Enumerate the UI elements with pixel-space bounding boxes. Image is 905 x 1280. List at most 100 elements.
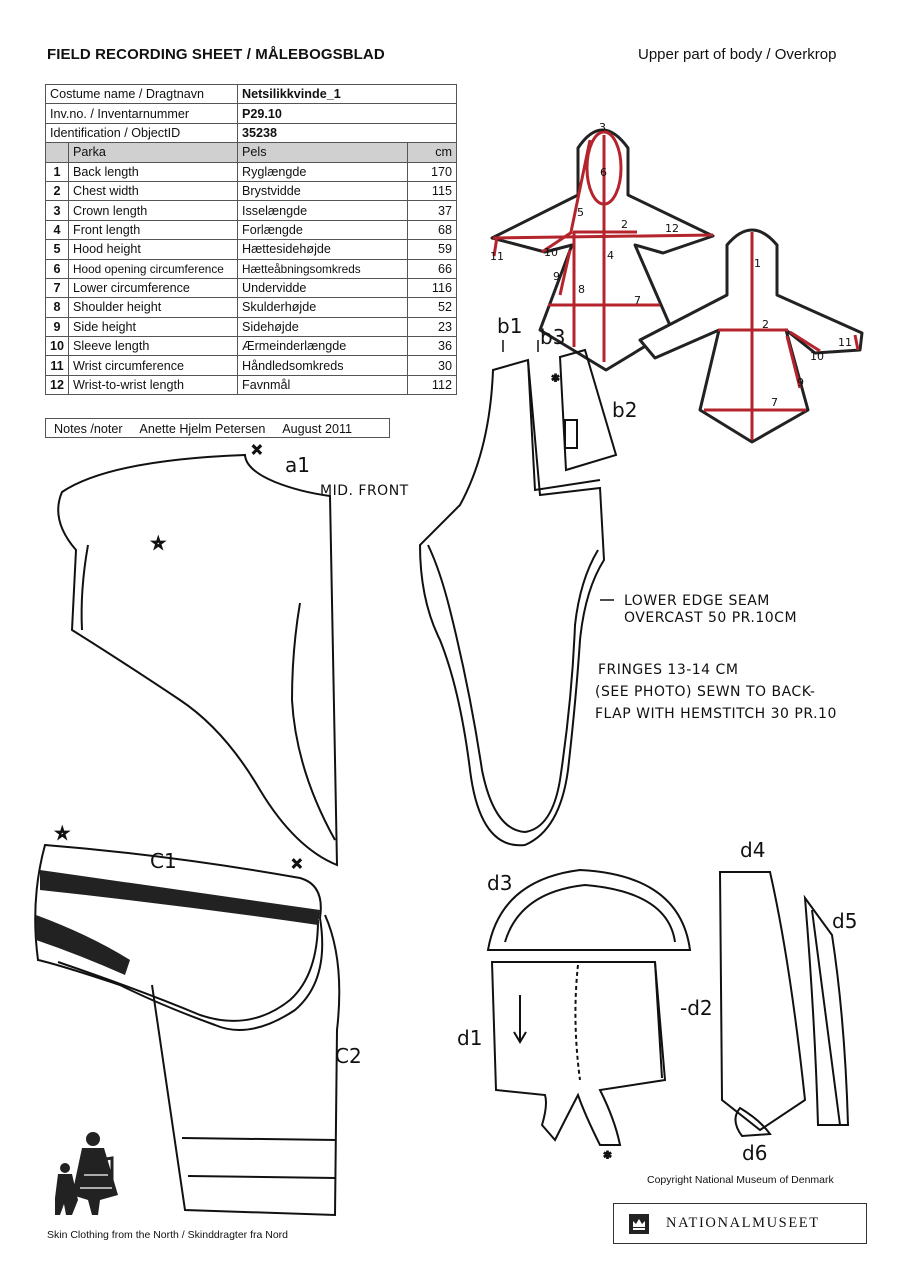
- id-label: Identification / ObjectID: [45, 122, 238, 144]
- piece-b1-outline: [418, 358, 606, 847]
- piece-a1-seam: [80, 544, 89, 631]
- crown-crest-icon: [629, 1213, 649, 1234]
- table-header-row: Parka Pels cm: [45, 142, 457, 163]
- a1-star-marker: ☆: [152, 536, 165, 552]
- row-da: Forlængde: [237, 219, 408, 241]
- piece-c2-outline: [151, 914, 341, 1217]
- row-cm: 170: [407, 161, 457, 182]
- piece-c1-outline: [34, 843, 324, 1031]
- row-en: Sleeve length: [68, 336, 238, 357]
- a1-x-marker: ×: [251, 442, 263, 458]
- row-cm: 112: [407, 374, 457, 396]
- piece-d2-edge: [654, 961, 663, 1079]
- label-d6: d6: [742, 1141, 767, 1165]
- row-cm: 68: [407, 219, 457, 241]
- footer-text: Skin Clothing from the North / Skinddrag…: [47, 1229, 289, 1241]
- row-da: Hætteåbningsomkreds: [237, 258, 408, 279]
- row-cm: 115: [407, 180, 457, 202]
- row-num: 11: [45, 355, 69, 376]
- piece-d: *: [486, 868, 850, 1167]
- row-en: Back length: [68, 161, 238, 182]
- section-label: Upper part of body / Overkrop: [638, 46, 837, 63]
- d1-arrow-head: [513, 1031, 527, 1044]
- parka-back-diagram: 1 2 10 11 9 7: [638, 228, 864, 444]
- label-c1: C1: [150, 849, 177, 873]
- diag-label-7b: 7: [771, 396, 778, 409]
- wrist-to-wrist-line: [492, 233, 714, 240]
- notes-box: Notes /noter Anette Hjelm Petersen Augus…: [45, 418, 390, 438]
- parka-front-diagram: 3 6 5 2 12 11 10 4 9 8 7: [490, 121, 715, 372]
- piece-b: *: [418, 348, 618, 847]
- row-cm: 37: [407, 200, 457, 221]
- row-da: Isselængde: [237, 200, 408, 221]
- diag-label-9b: 9: [797, 376, 804, 389]
- row-da: Håndledsomkreds: [237, 355, 408, 376]
- back-side-line: [785, 335, 802, 389]
- note2-line3: FLAP WITH HEMSTITCH 30 PR.10: [595, 706, 837, 722]
- costume-row: Costume name / Dragtnavn Netsilikkvinde_…: [45, 83, 457, 105]
- id-row: Identification / ObjectID 35238: [45, 122, 457, 144]
- museum-logo: NATIONALMUSEET: [613, 1203, 867, 1244]
- diag-label-11: 11: [490, 250, 504, 263]
- d-star-marker: *: [604, 1150, 612, 1166]
- piece-b3-outline: [527, 359, 601, 492]
- front-measure-lines: [492, 130, 714, 362]
- c1-dark-band-1: [40, 870, 320, 925]
- row-cm: 116: [407, 277, 457, 299]
- label-d2: -d2: [680, 996, 713, 1020]
- row-num: 3: [45, 200, 69, 221]
- piece-d5-inner: [811, 909, 841, 1126]
- notes-author: Anette Hjelm Petersen: [139, 422, 266, 436]
- diag-label-12: 12: [665, 222, 679, 235]
- notes-label: Notes /noter: [54, 422, 123, 436]
- c1-star-marker: ☆: [56, 826, 69, 842]
- piece-d4-outline: [718, 871, 807, 1132]
- back-sleeve-line: [789, 330, 821, 353]
- note1-line1: LOWER EDGE SEAM: [624, 593, 770, 609]
- c1-x-marker: ×: [291, 856, 303, 872]
- diag-label-3: 3: [599, 121, 606, 134]
- diag-label-6: 6: [600, 166, 607, 179]
- diag-label-7: 7: [634, 294, 641, 307]
- row-num: 10: [45, 336, 69, 357]
- side-height-line: [558, 249, 572, 296]
- c2-band-line-2: [187, 1175, 337, 1179]
- note2-line2: (SEE PHOTO) SEWN TO BACK-: [595, 684, 815, 700]
- piece-d6-outline: [734, 1106, 772, 1138]
- piece-b1-inner: [427, 544, 599, 834]
- piece-a1-outline: [57, 453, 339, 867]
- b-star-marker: *: [552, 373, 560, 389]
- row-num: 12: [45, 374, 69, 396]
- label-b2: b2: [612, 398, 637, 422]
- header-unit: cm: [407, 142, 457, 163]
- skin-clothing-figures-icon: [55, 1132, 118, 1215]
- diag-label-2: 2: [621, 218, 628, 231]
- c1-dark-band-2: [36, 915, 130, 975]
- diag-label-8: 8: [578, 283, 585, 296]
- piece-d3-outline: [486, 868, 692, 951]
- piece-d1-seam: [574, 964, 581, 1081]
- row-da: Favnmål: [237, 374, 408, 396]
- note1-line2: OVERCAST 50 PR.10CM: [624, 610, 797, 626]
- piece-b2-outline: [558, 348, 618, 472]
- diag-label-9: 9: [553, 270, 560, 283]
- row-da: Ryglængde: [237, 161, 408, 182]
- hood-height-line: [569, 139, 592, 233]
- label-a1: a1: [285, 453, 310, 477]
- sheet-title: FIELD RECORDING SHEET / MÅLEBOGSBLAD: [47, 46, 385, 63]
- piece-d1-outline: [490, 961, 667, 1146]
- back-measure-lines: [704, 232, 860, 440]
- header-da: Pels: [237, 142, 408, 163]
- diag-label-2b: 2: [762, 318, 769, 331]
- label-d3: d3: [487, 871, 512, 895]
- c2-band-line-1: [181, 1137, 337, 1141]
- diag-label-11b: 11: [838, 336, 852, 349]
- label-b3: b3: [540, 325, 565, 349]
